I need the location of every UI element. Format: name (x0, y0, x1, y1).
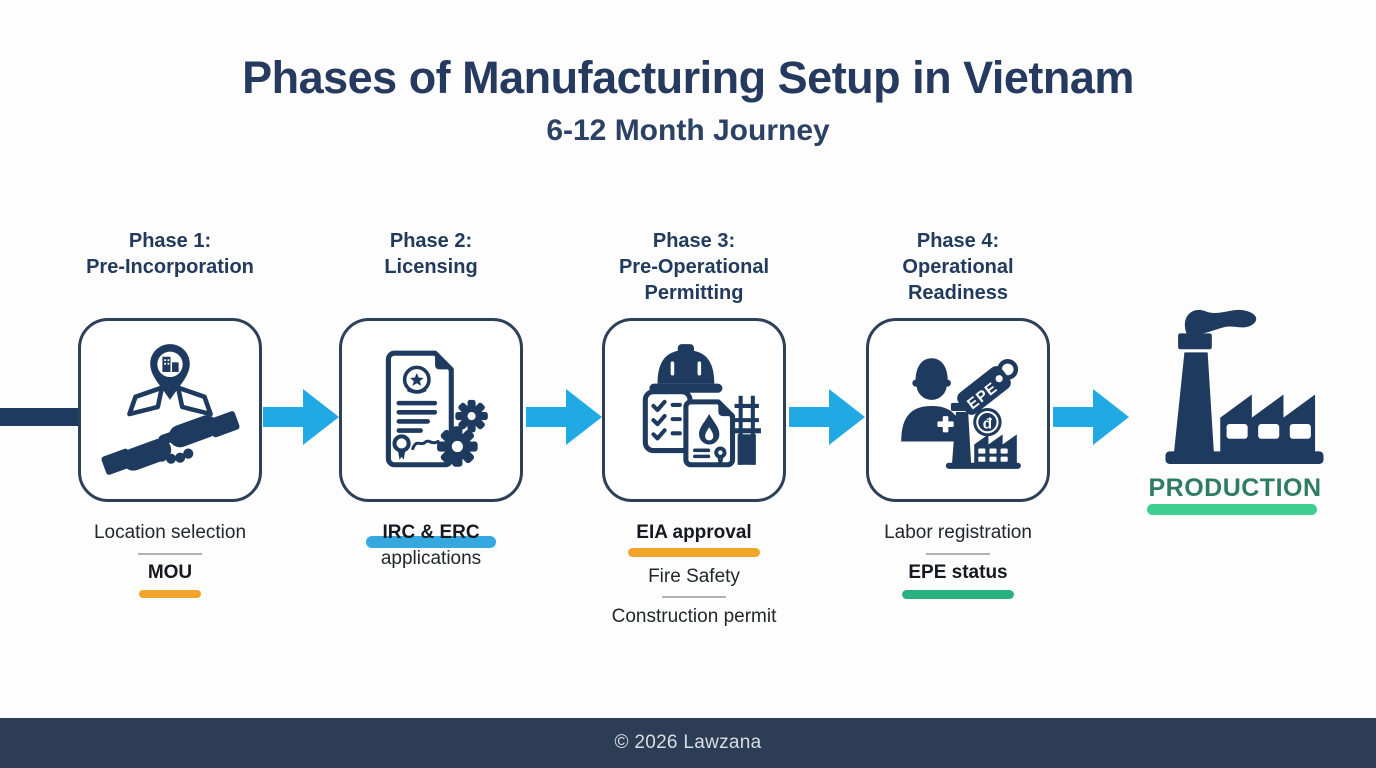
phase-label: Fire Safety (648, 566, 740, 587)
phase-title-line: Operational (902, 256, 1014, 278)
phase-1-header: Phase 1: Pre-Incorporation (40, 228, 300, 280)
copyright-text: © 2026 Lawzana (614, 732, 762, 753)
phase-title-line: Phase 4: (916, 230, 1000, 252)
flow-arrow (526, 389, 602, 445)
arrow-head (303, 389, 339, 445)
arrow-stem (526, 407, 566, 427)
phase-label: applications (380, 548, 482, 569)
arrow-stem (1053, 407, 1093, 427)
phase-3-box (602, 318, 786, 502)
phase-2-labels: IRC & ERC applications (301, 521, 561, 571)
phase-label: Construction permit (611, 606, 777, 627)
highlight-underline-bar (902, 590, 1014, 599)
footer-bar: © 2026 Lawzana (0, 718, 1376, 768)
phase-2-box (339, 318, 523, 502)
map-pin-handshake-icon (101, 344, 240, 475)
phase-title-line: Phase 2: (389, 230, 473, 252)
arrow-head (829, 389, 865, 445)
phase-label: Labor registration (884, 522, 1032, 543)
flow-arrow (263, 389, 339, 445)
license-document-gears-icon (385, 350, 488, 468)
phase-title-line: Pre-Operational (618, 256, 770, 278)
phase-title-line: Phase 1: (128, 230, 212, 252)
production-stage (1135, 306, 1335, 483)
highlight-underline-bar (139, 590, 201, 598)
phase-label-highlight: EPE status (908, 562, 1008, 583)
label-divider (662, 596, 726, 598)
phase-title-line: Phase 3: (652, 230, 736, 252)
arrow-head (566, 389, 602, 445)
phase-title-line: Permitting (644, 282, 744, 304)
arrow-stem (263, 407, 303, 427)
label-divider (138, 553, 202, 555)
highlight-underline-bar (628, 548, 760, 557)
phase-4-header: Phase 4: Operational Readiness (828, 228, 1088, 306)
phase-label-highlight: MOU (147, 562, 193, 583)
page-title: Phases of Manufacturing Setup in Vietnam (242, 52, 1134, 103)
production-label: PRODUCTION (1148, 474, 1322, 502)
phase-2-header: Phase 2: Licensing (301, 228, 561, 280)
phase-title-line: Pre-Incorporation (86, 256, 254, 278)
phase-3-header: Phase 3: Pre-Operational Permitting (564, 228, 824, 306)
page-subtitle: 6-12 Month Journey (546, 114, 830, 147)
hardhat-checklist-fire-permit-icon (642, 344, 761, 468)
arrow-stem (789, 407, 829, 427)
highlight-underline-bar (366, 536, 496, 548)
arrow-head (1093, 389, 1129, 445)
phase-title-line: Readiness (907, 282, 1009, 304)
timeline-entry-bar (0, 408, 82, 426)
phase-4-labels: Labor registration EPE status (828, 521, 1088, 599)
factory-icon (1165, 309, 1324, 465)
worker-epe-tag-factory-icon: EPE đ (901, 358, 1021, 469)
flow-arrow (1053, 389, 1129, 445)
phase-title-line: Licensing (384, 256, 478, 278)
phase-label-highlight: EIA approval (636, 522, 752, 543)
flow-arrow (789, 389, 865, 445)
phase-1-labels: Location selection MOU (40, 521, 300, 598)
dong-coin-text: đ (983, 415, 993, 432)
label-divider (926, 553, 990, 555)
production-underline-bar (1147, 504, 1317, 515)
phase-1-box (78, 318, 262, 502)
phase-label: Location selection (93, 522, 247, 543)
phase-4-box: EPE đ (866, 318, 1050, 502)
phase-label-highlight: IRC & ERC (366, 521, 496, 548)
phase-3-labels: EIA approval Fire Safety Construction pe… (564, 521, 824, 629)
